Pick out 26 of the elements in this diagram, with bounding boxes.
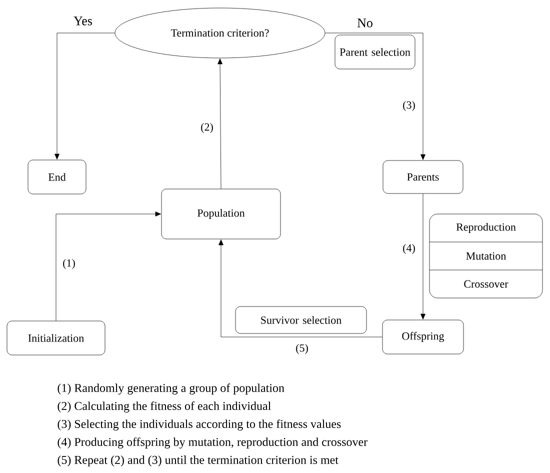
note-text: (3) Selecting the individuals according to the fitness values [58, 419, 341, 430]
process-box: Initialization [6, 320, 106, 356]
arrow [325, 32, 426, 160]
note-text: (4) Producing offspring by mutation, reproduction and crossover [58, 437, 368, 448]
arrow [56, 212, 161, 321]
operator-box: Reproduction Mutation Crossover [429, 214, 543, 298]
process-box: End [28, 160, 86, 194]
note-text: (2) Calculating the fitness of each individual [58, 401, 271, 412]
note-text: (5) Repeat (2) and (3) until the termination criterion is met [58, 456, 338, 466]
edge-label: (5) [296, 344, 308, 354]
process-box: Parents [382, 160, 464, 194]
edge-label: (2) [201, 123, 213, 133]
process-box: Offspring [382, 320, 464, 354]
arrow [218, 58, 222, 189]
edge-label: (4) [403, 244, 415, 254]
arrow [54, 32, 115, 160]
step-box: Parent selection [334, 34, 416, 70]
note-text: (1) Randomly generating a group of population [58, 383, 284, 394]
branch-label: Yes [74, 16, 92, 26]
process-box: Population [161, 188, 281, 240]
arrow [420, 194, 426, 320]
arrow [218, 240, 382, 338]
edge-label: (1) [63, 259, 75, 269]
step-box: Survivor selection [235, 306, 367, 334]
edge-label: (3) [403, 101, 415, 111]
branch-label: No [357, 18, 372, 28]
